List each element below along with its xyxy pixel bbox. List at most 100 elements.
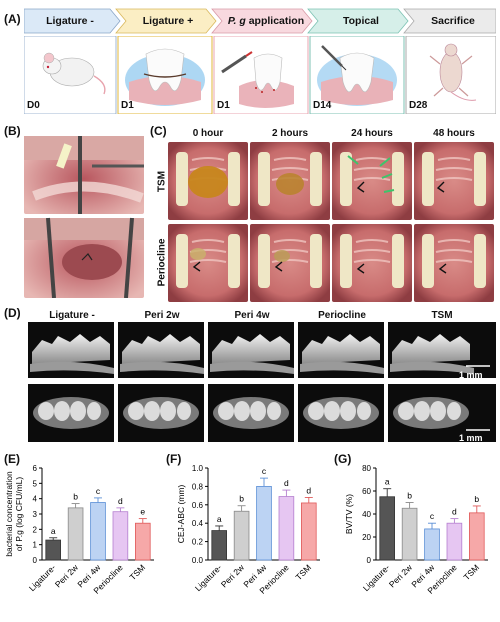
significance-letter: a (385, 477, 390, 487)
panel-d-group-1: Peri 2w (144, 310, 180, 321)
bar (256, 486, 272, 561)
bar (211, 530, 227, 561)
sacrificed-mouse-illustration (429, 43, 477, 101)
y-tick-label: 0 (33, 556, 38, 565)
day-label-4: D14 (313, 100, 332, 111)
y-tick-label: 60 (362, 487, 371, 496)
stage-label-1: Ligature - (46, 15, 94, 27)
significance-letter: d (118, 496, 123, 506)
panel-c-photo-grid (168, 142, 495, 302)
significance-letter: e (140, 507, 145, 517)
day-label-2: D1 (121, 100, 134, 111)
category-label: Ligature- (361, 562, 392, 593)
panel-label-b: (B) (4, 124, 21, 138)
mouse-illustration (42, 52, 106, 95)
scale-bar-top: 1 mm (459, 433, 483, 443)
bar (135, 522, 151, 561)
y-tick-label: 80 (362, 464, 371, 473)
day-label-1: D0 (27, 100, 40, 111)
stage-arrow-3 (211, 8, 313, 34)
tooth-ligature-illustration (125, 48, 205, 106)
y-tick-label: 3 (33, 510, 38, 519)
timeline-arrows (24, 8, 496, 34)
significance-letter: b (407, 491, 412, 501)
y-tick-label: 40 (362, 510, 371, 519)
significance-letter: d (452, 507, 457, 517)
scale-bar-side: 1 mm (459, 370, 483, 380)
bar (112, 511, 129, 561)
panel-c-time-0: 0 hour (192, 128, 224, 139)
stage-label-3: P. g application (227, 15, 305, 27)
category-label: TSM (127, 562, 147, 582)
stage-label-5: Sacrifice (431, 15, 475, 27)
topical-medication-illustration (317, 45, 397, 106)
day-label-3: D1 (217, 100, 230, 111)
panel-d-microct-grid (28, 322, 496, 442)
panel-c-row-tsm: TSM (156, 170, 168, 193)
bar (301, 502, 317, 561)
bar (278, 496, 295, 561)
panel-label-g: (G) (334, 452, 352, 466)
y-tick-label: 0.2 (192, 538, 204, 547)
bar (401, 507, 418, 561)
significance-letter: a (51, 526, 56, 536)
y-tick-label: 0.6 (192, 501, 204, 510)
bar (446, 522, 463, 561)
bar (67, 507, 84, 561)
panel-d-group-2: Peri 4w (234, 310, 270, 321)
y-tick-label: 0.8 (192, 482, 204, 491)
bar (469, 512, 485, 561)
stage-arrow-4 (307, 8, 409, 34)
stage-arrow-2 (115, 8, 217, 34)
significance-letter: b (239, 494, 244, 504)
y-tick-label: 1.0 (192, 464, 204, 473)
pg-application-illustration (221, 51, 294, 108)
y-tick-label: 6 (33, 464, 38, 473)
bar (90, 502, 106, 561)
significance-letter: d (284, 478, 289, 488)
panel-d-group-3: Periocline (318, 310, 366, 321)
y-tick-label: 0.4 (192, 519, 204, 528)
panel-c-row-periocline: Periocline (156, 238, 168, 287)
significance-letter: a (217, 514, 222, 524)
category-label: Ligature- (193, 562, 224, 593)
stage-label-4: Topical medication (333, 15, 388, 49)
significance-letter: b (474, 494, 479, 504)
day-label-5: D28 (409, 100, 428, 111)
timeline-illustrations (24, 36, 496, 114)
y-tick-label: 0 (367, 556, 372, 565)
panel-label-d: (D) (4, 306, 21, 320)
panel-c-time-1: 2 hours (271, 128, 309, 139)
category-label: Peri 2w (387, 562, 415, 590)
bar (45, 539, 61, 561)
significance-letter: b (73, 492, 78, 502)
panel-label-e: (E) (4, 452, 20, 466)
panel-c-time-2: 24 hours (351, 128, 393, 139)
y-axis-label: bacterial concentration (4, 471, 14, 557)
y-tick-label: 2 (33, 525, 38, 534)
panel-label-c: (C) (150, 124, 167, 138)
y-tick-label: 0.0 (192, 556, 204, 565)
stage-arrow-5 (403, 8, 496, 34)
y-tick-label: 1 (33, 541, 38, 550)
y-tick-label: 20 (362, 533, 371, 542)
significance-letter: c (96, 486, 101, 496)
panel-c-time-3: 48 hours (433, 128, 475, 139)
panel-b-photos (24, 136, 144, 298)
significance-letter: d (306, 485, 311, 495)
category-label: Peri 2w (219, 562, 247, 590)
y-axis-label: CEJ-ABC (mm) (176, 485, 186, 544)
bar (424, 528, 440, 561)
bar (379, 496, 395, 561)
bar (233, 510, 250, 561)
category-label: Ligature- (27, 562, 58, 593)
category-label: Peri 2w (53, 562, 81, 590)
stage-label-2: Ligature + (142, 15, 194, 27)
y-tick-label: 5 (33, 479, 38, 488)
panel-label-a: (A) (4, 12, 21, 26)
panel-label-f: (F) (166, 452, 182, 466)
y-axis-label: BV/TV (%) (344, 494, 354, 534)
